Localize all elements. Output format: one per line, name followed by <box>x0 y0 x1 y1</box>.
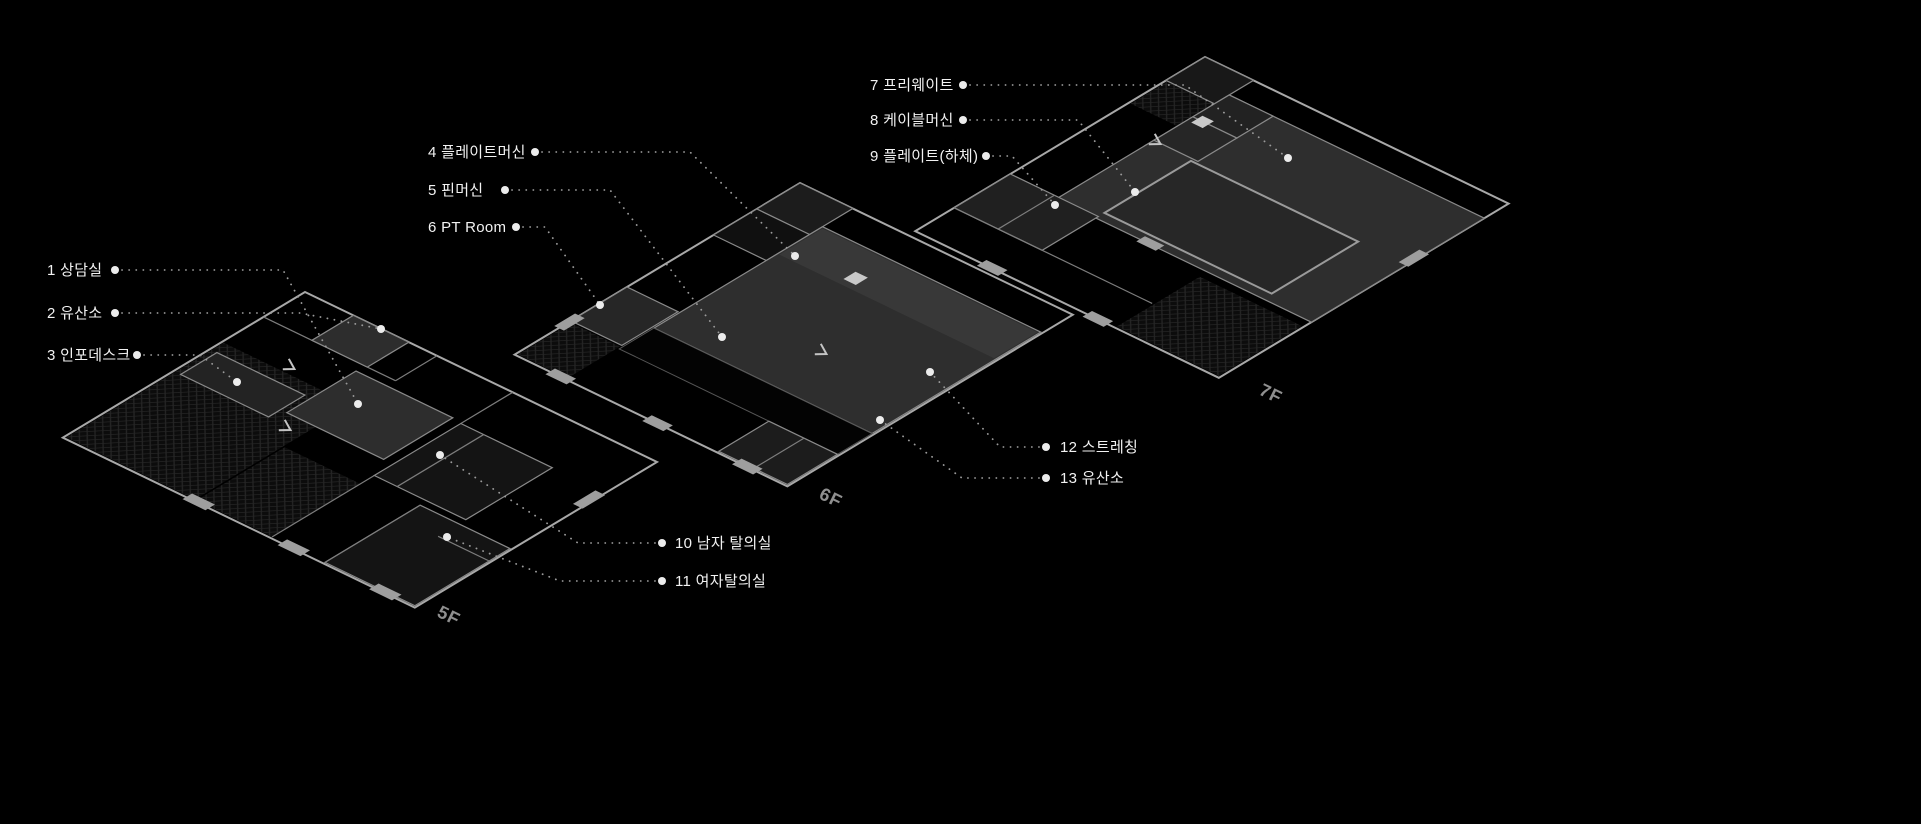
legend-dot <box>1042 474 1050 482</box>
leader-line <box>541 151 796 257</box>
leader-line <box>121 312 382 330</box>
legend-dot <box>959 81 967 89</box>
anchor-dot <box>1051 201 1059 209</box>
entrance-arrow-icon <box>278 419 293 432</box>
door-markers <box>976 236 1430 327</box>
legend-dot <box>1042 443 1050 451</box>
hatch-area <box>518 322 621 379</box>
interior-wall <box>754 438 804 468</box>
room-mens-locker <box>374 424 552 520</box>
legend-label: 11 여자탈의실 <box>675 573 766 590</box>
stair-band <box>619 328 872 454</box>
floor-label-7f: 7F <box>1256 380 1285 408</box>
entrance-arrow-icon <box>1148 133 1163 146</box>
column-marker <box>1191 115 1214 129</box>
leader-line <box>879 419 1040 479</box>
room-consult <box>287 371 453 459</box>
legend-item-7[interactable]: 7 프리웨이트 <box>870 77 1292 162</box>
anchor-dot <box>1284 154 1292 162</box>
anchor-dot <box>718 333 726 341</box>
floor-plan-5f <box>59 292 658 611</box>
entrance-arrow-icon <box>282 358 297 371</box>
anchor-dot <box>876 416 884 424</box>
legend-dot <box>982 152 990 160</box>
legend-label: 3 인포데스크 <box>47 347 131 364</box>
room-womens-locker <box>325 505 510 606</box>
room-infodesk <box>181 353 305 417</box>
legend-item-13[interactable]: 13 유산소 <box>876 416 1124 487</box>
hatch-area <box>66 342 353 500</box>
legend-dot <box>658 539 666 547</box>
legend-dot <box>658 577 666 585</box>
legend-item-3[interactable]: 3 인포데스크 <box>47 347 241 386</box>
entrance-arrow-icon <box>814 343 829 356</box>
hatch-area <box>1116 276 1302 376</box>
floor-plan-6f <box>506 181 1073 489</box>
legend-dot <box>111 309 119 317</box>
floor-plan-7f <box>911 57 1511 382</box>
anchor-dot <box>1131 188 1139 196</box>
anchor-dot <box>233 378 241 386</box>
room-small-7f <box>1154 117 1237 162</box>
legend-item-2[interactable]: 2 유산소 <box>47 305 385 333</box>
anchor-dot <box>926 368 934 376</box>
legend-label: 6 PT Room <box>428 219 506 236</box>
interior-wall <box>998 195 1054 229</box>
door-markers <box>545 313 763 475</box>
legend-item-9[interactable]: 9 플레이트(하체) <box>870 148 1059 209</box>
leader-line <box>992 155 1056 206</box>
leader-line <box>522 226 601 306</box>
legend-label: 10 남자 탈의실 <box>675 535 772 552</box>
inner-room-7f <box>1104 161 1358 294</box>
floor-outline <box>63 292 657 608</box>
legend-label: 8 케이블머신 <box>870 112 954 129</box>
legend-label: 2 유산소 <box>47 305 102 322</box>
anchor-dot <box>443 533 451 541</box>
legend-item-6[interactable]: 6 PT Room <box>428 219 604 309</box>
legend-item-5[interactable]: 5 핀머신 <box>428 182 726 341</box>
legend-label: 12 스트레칭 <box>1060 439 1138 456</box>
legend-label: 9 플레이트(하체) <box>870 148 978 165</box>
anchor-dot <box>596 301 604 309</box>
leader-line <box>121 269 359 405</box>
anchor-dot <box>791 252 799 260</box>
legend-label: 4 플레이트머신 <box>428 144 526 161</box>
floor-label-5f: 5F <box>434 602 463 630</box>
leader-line <box>969 119 1136 193</box>
floor-label-6f: 6F <box>816 484 845 512</box>
door-markers <box>182 490 606 601</box>
direction-arrows <box>278 133 1163 432</box>
legend-dot <box>531 148 539 156</box>
hall-light-band <box>779 228 1038 359</box>
legend-dot <box>959 116 967 124</box>
anchor-dot <box>354 400 362 408</box>
room-cardio-5f <box>312 315 409 367</box>
legend-label: 1 상담실 <box>47 262 102 279</box>
legend-dot <box>133 351 141 359</box>
legend-label: 7 프리웨이트 <box>870 77 954 94</box>
interior-wall <box>954 208 1152 304</box>
hatch-area <box>196 447 361 537</box>
room-small-7f <box>1166 57 1253 104</box>
anchor-dot <box>377 325 385 333</box>
legend-item-8[interactable]: 8 케이블머신 <box>870 112 1139 196</box>
column-marker <box>843 271 868 285</box>
legend-item-12[interactable]: 12 스트레칭 <box>926 368 1138 456</box>
legend-dot <box>501 186 509 194</box>
leader-line <box>143 354 238 383</box>
leader-line <box>929 371 1040 448</box>
legend-item-11[interactable]: 11 여자탈의실 <box>443 533 766 590</box>
anchor-dot <box>436 451 444 459</box>
legend-item-10[interactable]: 10 남자 탈의실 <box>436 451 772 552</box>
legend-dot <box>512 223 520 231</box>
legend-label: 13 유산소 <box>1060 470 1124 487</box>
legend-label: 5 핀머신 <box>428 182 483 199</box>
leader-line <box>969 84 1289 159</box>
legend-item-1[interactable]: 1 상담실 <box>47 262 362 408</box>
legend-item-4[interactable]: 4 플레이트머신 <box>428 144 799 260</box>
legend-dot <box>111 266 119 274</box>
